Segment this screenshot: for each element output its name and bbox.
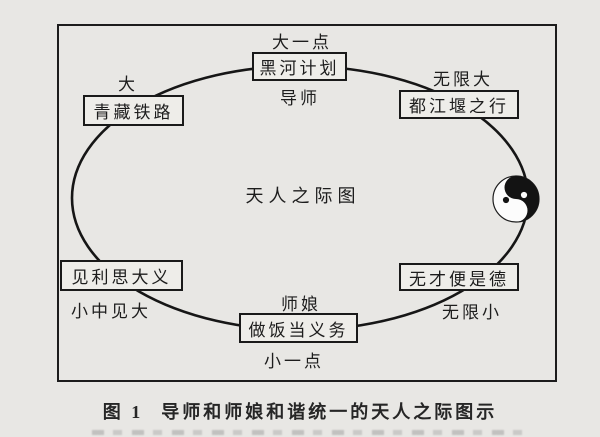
- label-wuxianda: 无限大: [433, 70, 493, 89]
- diagram-center-title: 天人之际图: [245, 186, 361, 206]
- node-box-heihe-plan: 黑河计划: [252, 52, 347, 81]
- node-box-zuofandangyiwu: 做饭当义务: [239, 313, 358, 343]
- figure-number: 图 1: [102, 402, 144, 422]
- label-xiao-yi-dian: 小一点: [264, 352, 324, 371]
- label-shiniang: 师娘: [281, 295, 321, 314]
- figure-frame: [57, 24, 557, 382]
- node-box-qingzang-railway: 青藏铁路: [83, 95, 184, 126]
- node-label: 无才便是德: [409, 269, 509, 289]
- node-box-jianlisidayi: 见利思大义: [60, 260, 183, 291]
- node-label: 都江堰之行: [409, 97, 509, 116]
- node-label: 见利思大义: [71, 268, 172, 287]
- label-da-yi-dian: 大一点: [272, 33, 332, 52]
- faint-cropped-text-line: [92, 430, 522, 435]
- label-da: 大: [118, 75, 138, 94]
- node-box-dujiangyan-trip: 都江堰之行: [399, 90, 519, 119]
- yin-yang-icon: [492, 175, 540, 223]
- figure-caption-text: 导师和师娘和谐统一的天人之际图示: [161, 402, 498, 422]
- node-label: 做饭当义务: [248, 320, 349, 340]
- figure-caption: 图 1 导师和师娘和谐统一的天人之际图示: [0, 398, 600, 424]
- label-wuxianxiao: 无限小: [442, 303, 502, 322]
- label-xiaozhongjianda: 小中见大: [71, 302, 151, 321]
- node-label: 黑河计划: [259, 59, 340, 78]
- node-box-wucaibianshide: 无才便是德: [399, 263, 519, 291]
- node-label: 青藏铁路: [93, 103, 174, 122]
- label-daoshi: 导师: [280, 89, 320, 108]
